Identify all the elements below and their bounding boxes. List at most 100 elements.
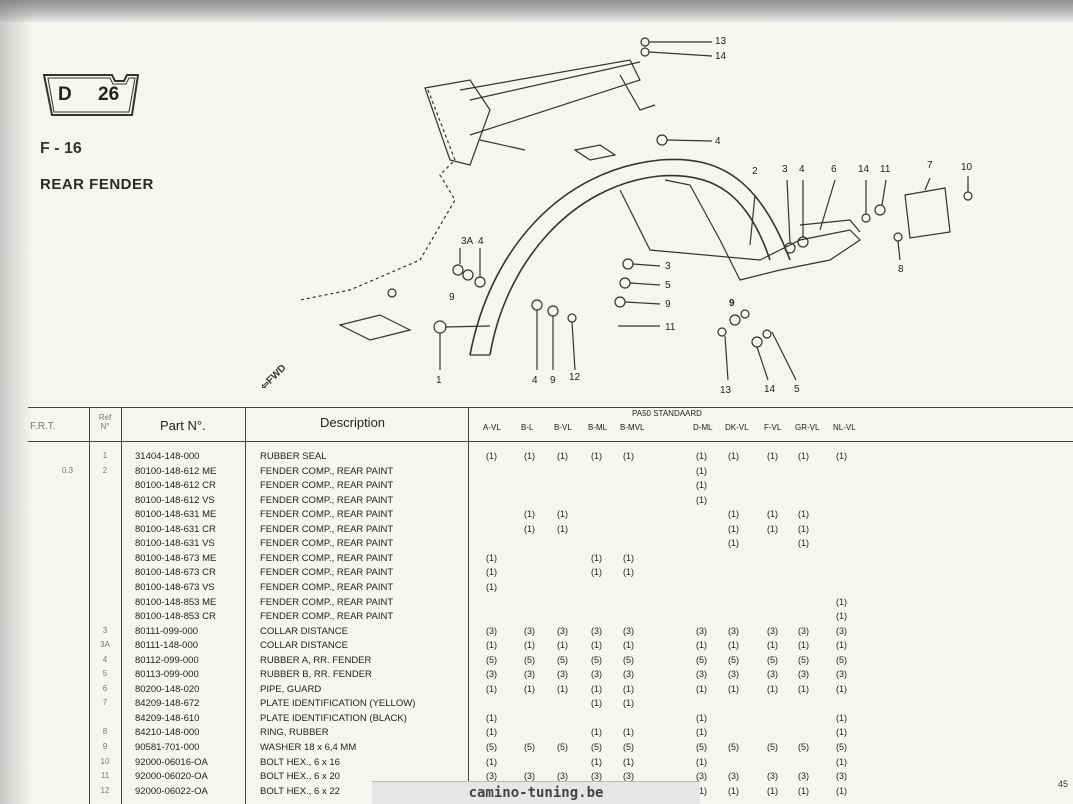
callout-5: 5	[665, 280, 671, 291]
cell-qty: (1)	[836, 596, 847, 607]
table-top-rule	[28, 407, 1073, 408]
cell-qty: (3)	[524, 771, 535, 782]
cell-part-no: 92000-06022-OA	[135, 785, 208, 797]
cell-part-no: 80100-148-612 ME	[135, 465, 217, 477]
cell-part-no: 80100-148-631 ME	[135, 509, 217, 521]
cell-description: FENDER COMP., REAR PAINT	[260, 494, 394, 506]
cell-part-no: 84210-148-000	[135, 727, 200, 739]
cell-qty: (5)	[798, 654, 809, 665]
cell-qty: (3)	[557, 625, 568, 636]
cell-qty: (1)	[591, 698, 602, 709]
cell-qty: (3)	[623, 771, 634, 782]
cell-qty: (1)	[591, 451, 602, 461]
cell-ref-no: 8	[102, 727, 108, 737]
cell-qty: (1)	[623, 451, 634, 461]
cell-qty: (1)	[728, 640, 739, 651]
cell-ref-no: 7	[102, 698, 108, 708]
cell-qty: (1)	[798, 785, 809, 796]
model-header: B-MVL	[620, 423, 645, 432]
cell-ref-no: 11	[100, 771, 110, 781]
cell-description: FENDER COMP., REAR PAINT	[260, 480, 394, 492]
model-header: B-VL	[554, 423, 572, 432]
cell-qty: (1)	[591, 552, 602, 563]
header-group: PA50 STANDAARD	[632, 409, 702, 418]
cell-qty: (1)	[798, 640, 809, 651]
section-letter: D	[58, 84, 72, 105]
cell-qty: (1)	[557, 509, 568, 520]
cell-qty: (3)	[836, 625, 847, 636]
cell-qty: (3)	[767, 669, 778, 680]
scan-binding-shadow	[0, 0, 32, 804]
section-title: REAR FENDER	[40, 176, 154, 193]
cell-part-no: 80112-099-000	[135, 654, 199, 666]
model-header: NL-VL	[833, 423, 856, 432]
cell-description: PLATE IDENTIFICATION (YELLOW)	[260, 698, 416, 710]
cell-qty: (1)	[623, 567, 634, 578]
section-badge	[40, 73, 140, 117]
cell-qty: (1)	[486, 756, 497, 767]
cell-qty: (1)	[557, 683, 568, 694]
cell-ref-no: 6	[102, 683, 108, 693]
callout-8: 8	[898, 264, 904, 275]
cell-description: COLLAR DISTANCE	[260, 640, 348, 652]
cell-description: FENDER COMP., REAR PAINT	[260, 538, 394, 550]
table-header-rule	[28, 441, 1073, 442]
cell-part-no: 92000-06020-OA	[135, 771, 208, 783]
callout-2: 2	[752, 166, 758, 177]
cell-qty: (3)	[798, 625, 809, 636]
cell-qty: (1)	[623, 698, 634, 709]
cell-qty: (3)	[728, 669, 739, 680]
cell-part-no: 80100-148-631 VS	[135, 538, 215, 550]
cell-qty: (3)	[836, 669, 847, 680]
callout-9b: 9	[665, 299, 671, 310]
model-header: F-VL	[764, 423, 782, 432]
cell-qty: (3)	[728, 771, 739, 782]
callout-9d: 9	[550, 375, 556, 386]
cell-qty: (5)	[557, 742, 568, 752]
cell-qty: (3)	[623, 669, 634, 680]
cell-ref-no: 9	[102, 742, 108, 751]
callout-12: 12	[569, 372, 581, 383]
cell-qty: (5)	[767, 742, 778, 752]
cell-part-no: 84209-148-672	[135, 698, 200, 710]
cell-description: BOLT HEX., 6 x 16	[260, 756, 340, 768]
cell-qty: (5)	[798, 742, 809, 752]
scan-top-edge	[0, 0, 1073, 22]
cell-qty: (3)	[767, 625, 778, 636]
cell-qty: (1)	[767, 785, 778, 796]
cell-qty: (5)	[486, 654, 497, 665]
cell-qty: (3)	[557, 669, 568, 680]
cell-qty: (1)	[486, 727, 497, 738]
cell-qty: (1)	[728, 523, 739, 534]
cell-ref-no: 12	[100, 785, 110, 795]
cell-qty: (1)	[486, 552, 497, 563]
callout-4: 4	[715, 136, 721, 147]
cell-qty: (1)	[696, 480, 707, 491]
cell-qty: (1)	[591, 567, 602, 578]
cell-description: FENDER COMP., REAR PAINT	[260, 567, 394, 579]
cell-description: PIPE, GUARD	[260, 683, 322, 695]
header-ref-no: Ref N°	[98, 413, 112, 431]
callout-9c: 9	[729, 298, 735, 309]
cell-qty: (1)	[486, 451, 497, 461]
cell-qty: (5)	[486, 742, 497, 752]
cell-qty: (1)	[728, 509, 739, 520]
callout-4d: 4	[532, 375, 538, 386]
cell-qty: (1)	[696, 727, 707, 738]
callout-3a: 3A	[461, 236, 474, 247]
cell-part-no: 80111-099-000	[135, 625, 199, 637]
cell-qty: (1)	[591, 727, 602, 738]
cell-qty: (5)	[696, 654, 707, 665]
cell-qty: (1)	[486, 712, 497, 723]
cell-description: BOLT HEX., 6 x 20	[260, 771, 340, 783]
